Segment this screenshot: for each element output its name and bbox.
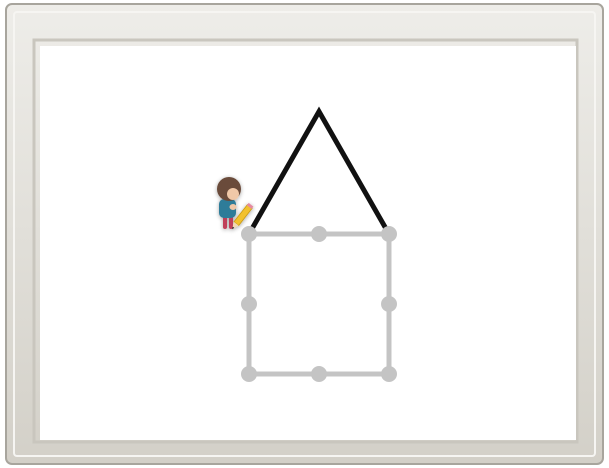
grid-dot[interactable] xyxy=(241,226,257,242)
grid-dot[interactable] xyxy=(381,226,397,242)
grid-dot[interactable] xyxy=(381,366,397,382)
grid-dot[interactable] xyxy=(311,226,327,242)
grid-dot[interactable] xyxy=(241,366,257,382)
grid-dot[interactable] xyxy=(381,296,397,312)
grid-dot[interactable] xyxy=(311,366,327,382)
grid-dot[interactable] xyxy=(241,296,257,312)
drawing-canvas[interactable] xyxy=(40,46,576,440)
